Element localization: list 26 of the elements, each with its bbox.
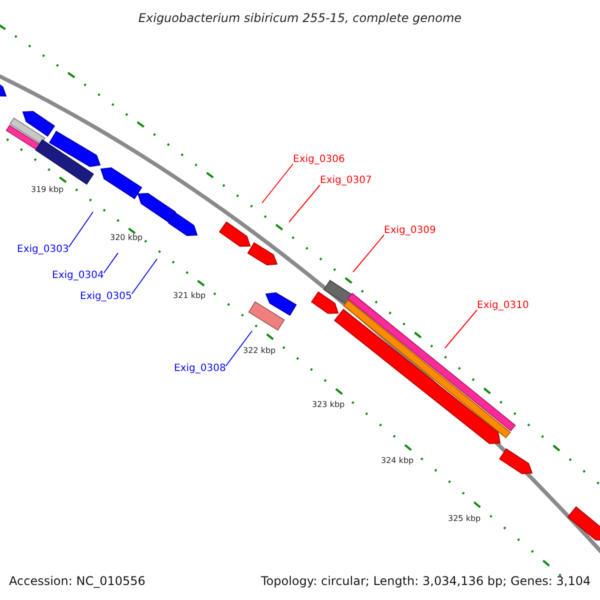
scale-label: 323 kbp (312, 401, 345, 409)
leader-line (288, 184, 320, 222)
scale-label: 322 kbp (243, 347, 276, 355)
gene-label: Exig_0310 (477, 301, 529, 311)
leader-line (262, 164, 294, 204)
leader-line (352, 234, 384, 272)
scale-label: 324 kbp (381, 457, 414, 465)
leader-line (444, 310, 478, 348)
scale-label: 321 kbp (173, 292, 206, 300)
gene-label: Exig_0307 (320, 176, 372, 186)
gene-label: Exig_0305 (80, 292, 132, 302)
scale-label: 325 kbp (448, 515, 481, 523)
gene-label: Exig_0304 (52, 271, 104, 281)
title: Exiguobacterium sibiricum 255-15, complete genome (137, 12, 463, 24)
footer-text: Accession: NC_010556 (9, 575, 146, 587)
leader-line (103, 252, 118, 274)
scale-label: 319 kbp (31, 186, 64, 194)
scale-label: 320 kbp (110, 234, 143, 242)
leader-line (131, 258, 158, 294)
leader-line (68, 212, 94, 248)
footer-text: Topology: circular; Length: 3,034,136 bp; Genes: 3,104 (261, 575, 591, 587)
gene-label: Exig_0308 (174, 364, 226, 374)
gene-label: Exig_0309 (384, 226, 436, 236)
leader-line (225, 330, 252, 366)
gene-label: Exig_0303 (17, 245, 69, 255)
gene-label: Exig_0306 (293, 155, 345, 165)
